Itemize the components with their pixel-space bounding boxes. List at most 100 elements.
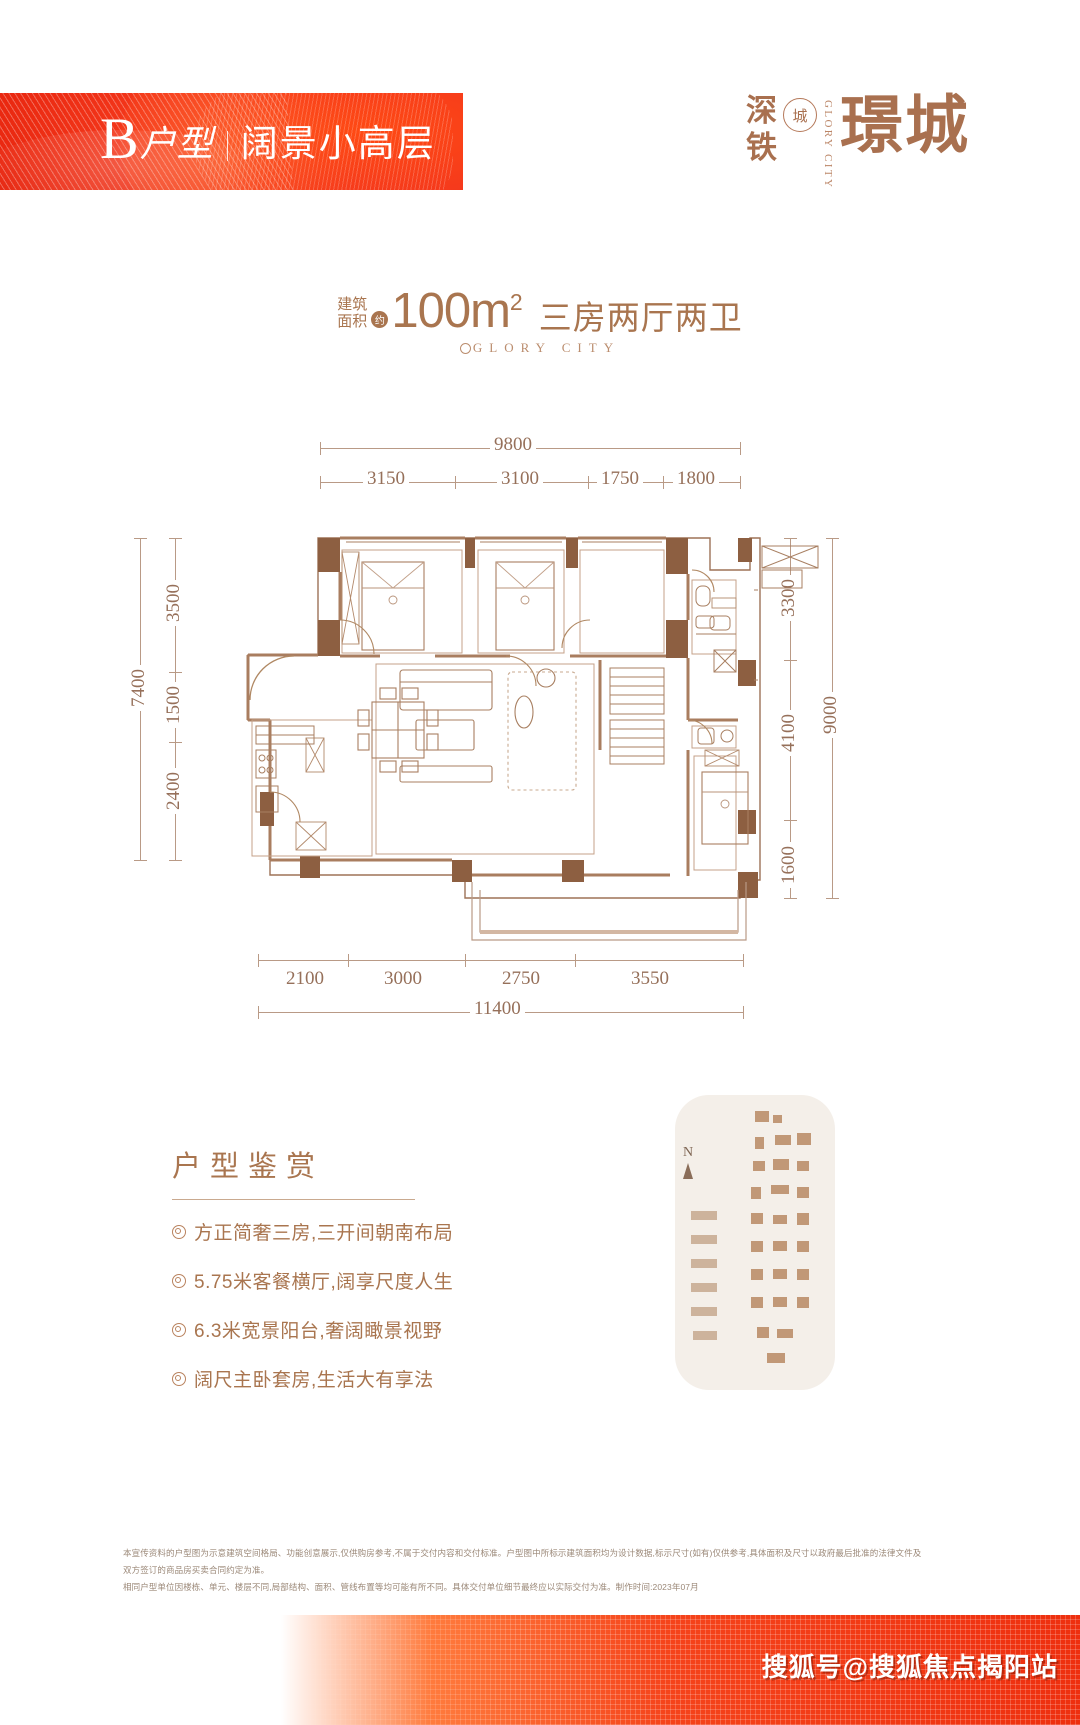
site-building [773, 1115, 782, 1123]
site-building [757, 1327, 769, 1338]
site-building [773, 1269, 787, 1279]
top-segment-1: 3150 [363, 468, 409, 490]
features-section: 户型鉴赏 方正简奢三房,三开间朝南布局 5.75米客餐横厅,阔享尺度人生 6.3… [172, 1143, 472, 1414]
furniture-beds [361, 561, 749, 845]
dim-tick [258, 954, 259, 967]
site-building [797, 1297, 809, 1308]
site-map: N [675, 1095, 835, 1395]
dim-tick [320, 442, 321, 455]
site-building [755, 1137, 764, 1149]
site-building [797, 1161, 809, 1171]
bottom-segment-2: 3000 [380, 968, 426, 990]
compass: N [683, 1145, 693, 1179]
feature-text: 方正简奢三房,三开间朝南布局 [194, 1223, 454, 1244]
site-building [775, 1135, 791, 1145]
top-total-dimension-label: 9800 [490, 434, 536, 456]
bullet-icon [172, 1274, 186, 1288]
banner-title-group: B 户型 阔景小高层 [100, 110, 436, 168]
dim-tick [575, 954, 576, 967]
banner-stripe-decoration-right [193, 93, 453, 190]
site-building [771, 1185, 789, 1194]
disclaimer-line-2: 相同户型单位因楼栋、单元、楼层不同,局部结构、面积、管线布置等均可能有所不同。具… [123, 1582, 699, 1592]
site-building [751, 1187, 761, 1199]
dim-tick [743, 1006, 744, 1019]
footer-grid-decoration [0, 1615, 1080, 1725]
site-building [773, 1159, 789, 1170]
dim-tick [169, 672, 182, 673]
dim-tick [784, 820, 797, 821]
bullet-icon [172, 1323, 186, 1337]
feature-item: 方正简奢三房,三开间朝南布局 [172, 1218, 472, 1245]
site-building [751, 1241, 763, 1252]
dim-tick [258, 1006, 259, 1019]
brand-project-name: 璟城 [840, 91, 970, 161]
brand-logo: 深 铁 城 GLORY CITY 璟城 [746, 92, 970, 189]
dim-tick [169, 538, 182, 539]
area-value: 100m [391, 284, 511, 338]
dim-tick [320, 476, 321, 489]
dim-tick [588, 476, 589, 489]
furniture-wardrobes [295, 551, 740, 851]
site-building [691, 1211, 717, 1220]
footer-banner: 搜狐号@搜狐焦点揭阳站 [0, 1615, 1080, 1725]
site-building [751, 1269, 763, 1280]
compass-arrow-icon [683, 1163, 694, 1179]
bottom-segment-4: 3550 [627, 968, 673, 990]
dim-tick [348, 954, 349, 967]
brand-developer-char-1: 深 [746, 93, 778, 128]
feature-text: 阔尺主卧套房,生活大有享法 [194, 1370, 434, 1391]
features-heading: 户型鉴赏 [172, 1151, 325, 1183]
site-building [773, 1241, 787, 1251]
feature-item: 阔尺主卧套房,生活大有享法 [172, 1365, 472, 1392]
dim-tick [740, 476, 741, 489]
dim-tick [169, 742, 182, 743]
banner-subtitle: 阔景小高层 [240, 123, 436, 164]
bottom-segment-3: 2750 [498, 968, 544, 990]
dim-tick [826, 538, 839, 539]
top-segment-4: 1800 [673, 468, 719, 490]
furniture-living-room [399, 668, 577, 791]
approx-badge: 约 [371, 311, 389, 328]
feature-text: 5.75米客餐横厅,阔享尺度人生 [194, 1272, 454, 1293]
dim-tick [784, 898, 797, 899]
site-building [753, 1161, 765, 1171]
feature-item: 6.3米宽景阳台,奢阔瞰景视野 [172, 1316, 472, 1343]
floor-plan: 9800 3150 3100 1750 1800 7400 3500 1500 … [110, 420, 890, 1040]
brand-seal-icon: 城 [783, 98, 817, 132]
dim-tick [134, 538, 147, 539]
dim-tick [740, 442, 741, 455]
banner-swirl-decoration [120, 93, 370, 190]
site-building [773, 1215, 787, 1224]
site-building [773, 1297, 787, 1307]
doors [249, 569, 715, 823]
balcony [471, 882, 747, 941]
dim-tick [465, 954, 466, 967]
area-prefix-line1: 建筑 [337, 296, 368, 313]
site-building [693, 1331, 717, 1340]
dim-tick [455, 476, 456, 489]
brand-developer-char-2: 铁 [746, 130, 778, 165]
diamond-dot-icon [459, 343, 471, 355]
features-list: 方正简奢三房,三开间朝南布局 5.75米客餐横厅,阔享尺度人生 6.3米宽景阳台… [172, 1218, 472, 1392]
site-building [751, 1297, 763, 1308]
site-building [797, 1213, 809, 1225]
dim-tick [663, 476, 664, 489]
bottom-segment-dimension-line [258, 960, 743, 961]
disclaimer: 本宣传资料的户型图为示意建筑空间格局、功能创意展示,仅供购房参考,不属于交付内容… [123, 1545, 923, 1596]
top-segment-2: 3100 [497, 468, 543, 490]
bullet-icon [172, 1225, 186, 1239]
features-divider [172, 1199, 415, 1200]
footer-watermark: 搜狐号@搜狐焦点揭阳站 [761, 1652, 1058, 1682]
site-building [691, 1283, 717, 1292]
dim-tick [169, 860, 182, 861]
site-building [777, 1329, 793, 1338]
site-building [691, 1307, 717, 1316]
glory-city-text: GLORY CITY [472, 340, 621, 355]
area-title: 建筑 面积 约 100m 2 三房两厅两卫 [0, 286, 1080, 336]
windows [346, 537, 758, 681]
brand-developer-name: 深 铁 [746, 92, 778, 166]
feature-item: 5.75米客餐横厅,阔享尺度人生 [172, 1267, 472, 1294]
compass-north-label: N [683, 1145, 694, 1160]
site-building [755, 1111, 769, 1122]
floor-plan-drawing [246, 536, 819, 941]
